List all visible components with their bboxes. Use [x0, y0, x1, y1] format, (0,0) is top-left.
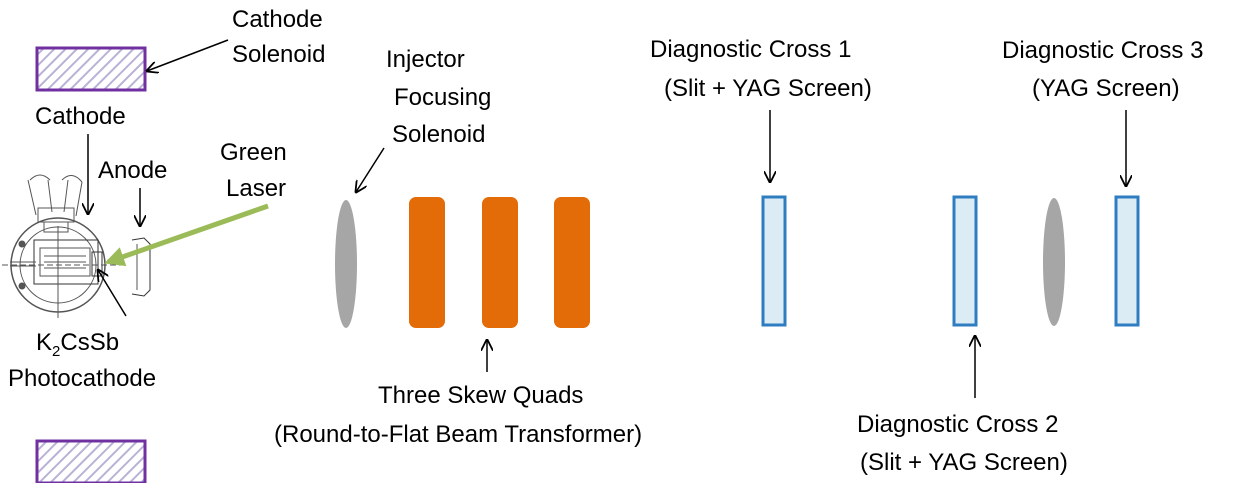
skew-quad-1 [409, 197, 445, 328]
cathode-solenoid-label-2: Solenoid [232, 41, 325, 68]
injector-solenoid-label-2: Focusing [394, 84, 491, 111]
diagnostic-cross-3-screen [1114, 195, 1140, 327]
diagnostic-cross-2-screen [952, 195, 978, 327]
cross3-label-1: Diagnostic Cross 3 [1002, 37, 1203, 64]
green-laser-label-2: Laser [226, 175, 286, 202]
cross1-label-2: (Slit + YAG Screen) [664, 75, 872, 102]
cross2-label-2: (Slit + YAG Screen) [860, 449, 1068, 476]
focusing-lens-2 [1043, 198, 1065, 326]
skew-quads-label-2: (Round-to-Flat Beam Transformer) [274, 421, 642, 448]
cross3-label-2: (YAG Screen) [1032, 75, 1180, 102]
photocathode-label-1: K2CsSb [36, 329, 119, 360]
electron-gun-drawing [2, 174, 151, 318]
green-laser-beam [104, 203, 269, 267]
cathode-solenoid-top [35, 46, 147, 92]
skew-quads-label-1: Three Skew Quads [378, 382, 583, 409]
injector-focusing-solenoid [335, 200, 357, 328]
cathode-label: Cathode [35, 103, 126, 130]
skew-quad-2 [482, 197, 518, 328]
photocathode-arrow [98, 270, 127, 317]
cathode-solenoid-bottom [35, 439, 147, 483]
injector-solenoid-label-3: Solenoid [392, 121, 485, 148]
anode-label: Anode [98, 157, 167, 184]
injector-solenoid-label-1: Injector [386, 46, 465, 73]
skew-quad-3 [554, 197, 590, 328]
cathode-solenoid-arrow [147, 39, 229, 71]
photocathode-label-2: Photocathode [8, 365, 156, 392]
diagnostic-cross-1-screen [761, 195, 787, 327]
cross1-label-1: Diagnostic Cross 1 [650, 36, 851, 63]
cathode-solenoid-label-1: Cathode [232, 6, 323, 33]
injector-solenoid-arrow [356, 147, 385, 192]
green-laser-label-1: Green [220, 139, 287, 166]
cross2-label-1: Diagnostic Cross 2 [857, 411, 1058, 438]
